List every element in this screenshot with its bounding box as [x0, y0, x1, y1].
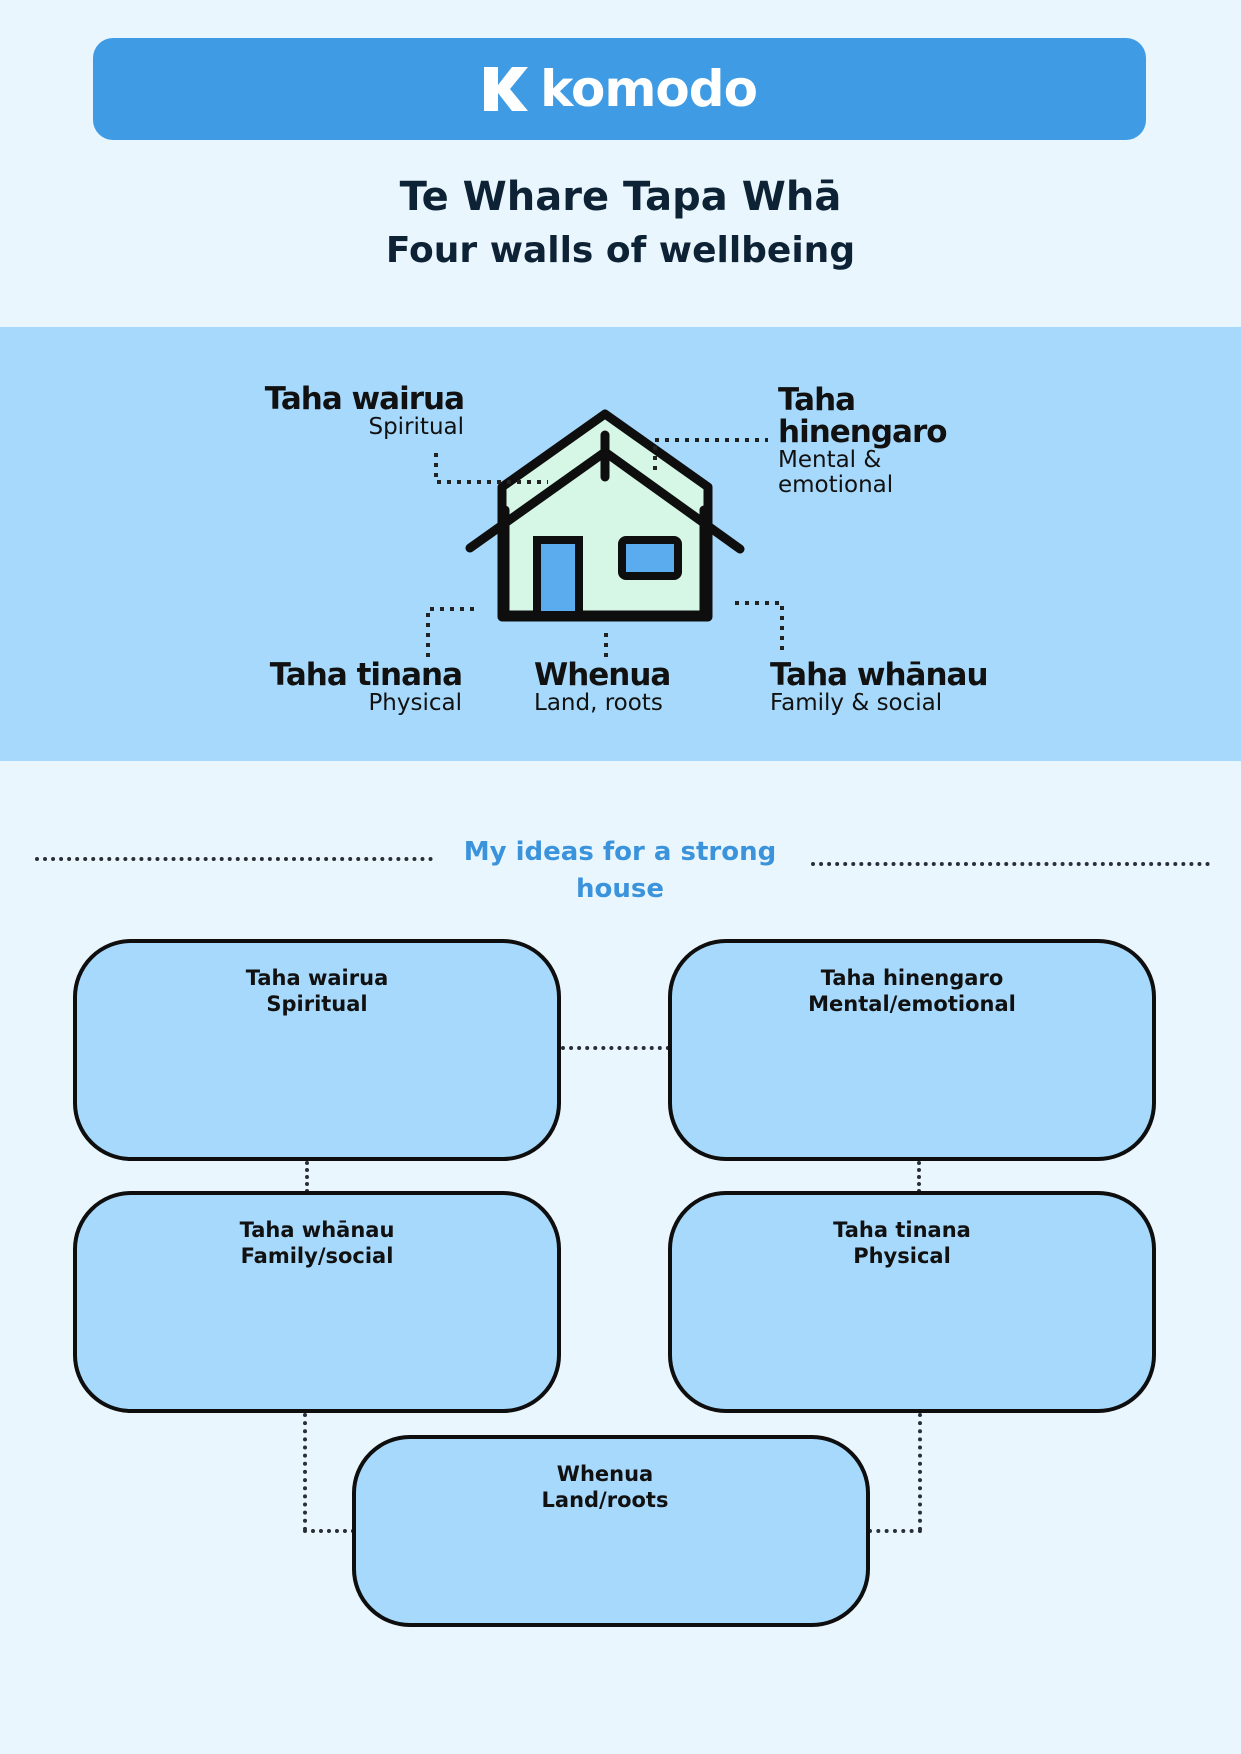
wall-title: Taha whānau [770, 657, 989, 693]
idea-box-title: Taha tinana [833, 1218, 971, 1242]
idea-box-title: Taha hinengaro [820, 966, 1004, 990]
wall-title: Taha hinengaro [778, 382, 948, 450]
wall-subtitle: Land, roots [534, 690, 663, 716]
connector-bottom-right-v [918, 1413, 922, 1531]
wall-subtitle: Spiritual [368, 414, 464, 440]
wall-title: Whenua [534, 657, 671, 693]
komodo-k-icon [484, 67, 529, 111]
idea-box-subtitle: Mental/emotional [808, 992, 1016, 1016]
connector-right [917, 1161, 921, 1193]
idea-box-tinana[interactable]: Taha tinana Physical [668, 1191, 1156, 1413]
wall-label-whenua: Whenua Land, roots [534, 659, 714, 716]
wall-title: Taha tinana [269, 657, 463, 693]
idea-box-label: Taha tinana Physical [672, 1195, 1152, 1269]
wall-label-whanau: Taha whānau Family & social [770, 659, 1010, 716]
connector-top [561, 1046, 670, 1050]
whare-diagram: Taha wairua Spiritual Taha hinengaro Men… [0, 327, 1241, 761]
wall-title: Taha wairua [264, 381, 465, 417]
idea-box-whanau[interactable]: Taha whānau Family/social [73, 1191, 561, 1413]
brand-banner: komodo [93, 38, 1146, 140]
idea-box-subtitle: Land/roots [541, 1488, 669, 1512]
wall-subtitle: Family & social [770, 690, 943, 716]
heading-rule-right [811, 862, 1210, 866]
idea-box-wairua[interactable]: Taha wairua Spiritual [73, 939, 561, 1161]
wall-label-wairua: Taha wairua Spiritual [260, 381, 465, 440]
page-subtitle: Four walls of wellbeing [385, 230, 856, 271]
heading-rule-left [35, 857, 433, 861]
connector-left [305, 1161, 309, 1193]
komodo-logo: komodo [482, 60, 758, 118]
idea-box-label: Taha whānau Family/social [77, 1195, 557, 1269]
idea-box-subtitle: Spiritual [266, 992, 368, 1016]
idea-box-label: Taha hinengaro Mental/emotional [672, 943, 1152, 1017]
idea-box-label: Whenua Land/roots [356, 1439, 866, 1513]
connector-bottom-left-h [303, 1529, 355, 1533]
idea-box-subtitle: Family/social [240, 1244, 394, 1268]
idea-box-subtitle: Physical [853, 1244, 951, 1268]
title-block: Te Whare Tapa Whā Four walls of wellbein… [0, 170, 1241, 278]
idea-box-hinengaro[interactable]: Taha hinengaro Mental/emotional [668, 939, 1156, 1161]
idea-box-whenua[interactable]: Whenua Land/roots [352, 1435, 870, 1627]
idea-box-title: Taha wairua [245, 966, 389, 990]
wall-subtitle: Physical [368, 690, 462, 716]
idea-box-title: Taha whānau [239, 1218, 395, 1242]
idea-box-title: Whenua [556, 1462, 654, 1486]
house-illustration [426, 409, 784, 660]
idea-box-label: Taha wairua Spiritual [77, 943, 557, 1017]
connector-bottom-left-v [303, 1413, 307, 1531]
wall-label-hinengaro: Taha hinengaro Mental & emotional [778, 384, 968, 498]
connector-bottom-right-h [868, 1529, 922, 1533]
page-title: Te Whare Tapa Whā [399, 174, 842, 220]
wall-label-tinana: Taha tinana Physical [262, 657, 463, 716]
wall-subtitle: Mental & emotional [778, 447, 894, 498]
brand-name: komodo [540, 60, 758, 118]
ideas-heading: My ideas for a strong house [463, 837, 777, 904]
